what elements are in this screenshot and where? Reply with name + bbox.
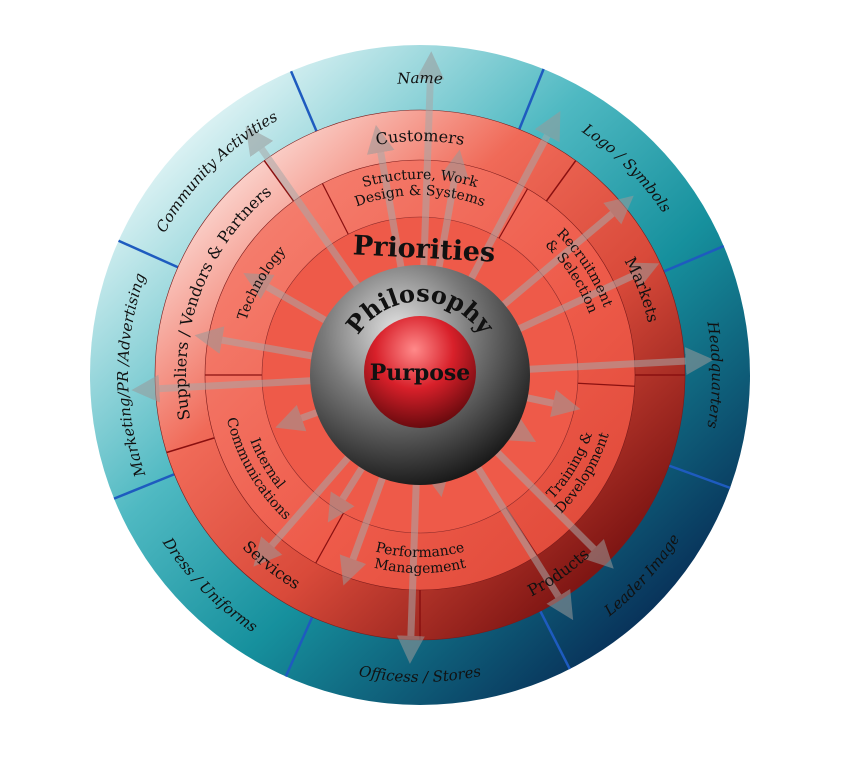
- ring-divider: [321, 183, 349, 235]
- ring-divider: [284, 616, 314, 677]
- ring-divider: [289, 70, 318, 132]
- ring-divider: [113, 473, 175, 500]
- ring-label: Name: [396, 69, 444, 88]
- purpose-label: Purpose: [370, 360, 471, 386]
- ring-label-line: Management: [373, 556, 468, 577]
- ring-label-line: Customers: [374, 126, 466, 149]
- ring-divider: [577, 382, 635, 387]
- ring-label: Headquarters: [703, 319, 726, 430]
- ring-divider: [498, 188, 529, 239]
- ring-divider: [663, 244, 725, 273]
- ring-label: Customers: [374, 126, 466, 149]
- ring-divider: [545, 160, 577, 202]
- ring-label-line: Name: [396, 69, 444, 88]
- ring-label-line: Performance: [374, 540, 466, 561]
- ring-divider: [539, 610, 571, 670]
- ring-label: Performance: [374, 540, 466, 561]
- ring-divider: [518, 68, 545, 130]
- ring-divider: [263, 160, 295, 202]
- outer-ring-dividers: [113, 68, 731, 677]
- ring-label-line: Headquarters: [703, 319, 726, 430]
- purpose-core: [364, 316, 476, 428]
- priorities-label: Priorities: [352, 230, 496, 268]
- ring-divider: [166, 437, 215, 454]
- stakeholder-ring-dividers: [166, 160, 685, 640]
- ring-divider: [118, 239, 179, 269]
- ring-divider: [668, 464, 731, 490]
- ring-label: Management: [373, 556, 468, 577]
